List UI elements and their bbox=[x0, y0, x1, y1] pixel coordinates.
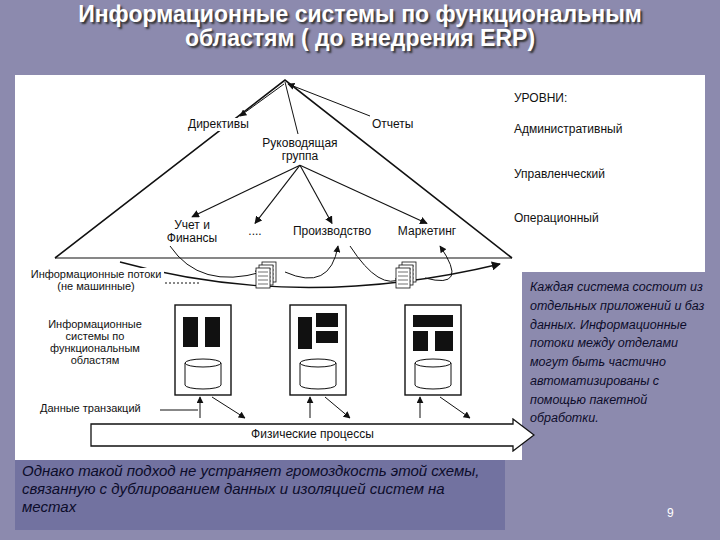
leader-line bbox=[160, 410, 198, 411]
document bbox=[396, 268, 410, 288]
diagram-label: Информационные потоки (не машинные) bbox=[28, 268, 164, 292]
document-line bbox=[258, 272, 268, 273]
apex-line bbox=[285, 82, 298, 134]
transaction-arrow bbox=[200, 397, 201, 418]
process-band: Физические процессы bbox=[90, 418, 535, 452]
document-stack bbox=[256, 262, 416, 288]
document bbox=[256, 268, 270, 288]
app-block bbox=[413, 315, 453, 327]
note-text: Каждая система состоит из отдельных прил… bbox=[530, 278, 710, 428]
info-flow bbox=[285, 246, 338, 278]
app-block bbox=[298, 317, 312, 349]
transaction-arrow bbox=[440, 397, 470, 418]
diagram-label: Директивы bbox=[188, 118, 249, 131]
app-block bbox=[183, 317, 198, 347]
app-block bbox=[413, 331, 428, 351]
system-box bbox=[175, 305, 231, 395]
directive-line bbox=[240, 84, 284, 116]
transaction-arrows bbox=[200, 397, 470, 418]
system-frame bbox=[290, 305, 346, 395]
system-frame bbox=[175, 305, 231, 395]
document-line bbox=[398, 284, 408, 285]
app-block bbox=[205, 317, 220, 347]
transaction-arrow bbox=[420, 397, 421, 418]
document-line bbox=[398, 280, 408, 281]
department-node: .... bbox=[240, 224, 270, 239]
node-text: Маркетинг bbox=[392, 225, 462, 238]
level-label: Операционный bbox=[514, 212, 599, 225]
document-line bbox=[258, 276, 268, 277]
level-label: Административный bbox=[514, 123, 622, 136]
transaction-arrow bbox=[212, 397, 245, 418]
node-text: Руководящая группа bbox=[258, 137, 342, 163]
document-line bbox=[258, 284, 268, 285]
node-text: Физические процессы bbox=[90, 418, 535, 441]
department-node: Учет и Финансы bbox=[162, 218, 222, 246]
diagram-label: Данные транзакций bbox=[40, 402, 141, 414]
document-line bbox=[398, 276, 408, 277]
system-boxes bbox=[175, 305, 461, 395]
document-line bbox=[258, 280, 268, 281]
app-block bbox=[435, 331, 453, 351]
diagram-label: Отчеты bbox=[372, 118, 413, 131]
node-text: Учет и Финансы bbox=[164, 219, 220, 245]
connector bbox=[192, 165, 300, 217]
level-label: УРОВНИ: bbox=[514, 92, 567, 105]
app-block bbox=[316, 331, 338, 343]
band-arrow bbox=[91, 419, 534, 451]
connector bbox=[255, 165, 300, 223]
department-node: Производство bbox=[286, 224, 378, 239]
system-frame bbox=[405, 305, 461, 395]
connector bbox=[300, 165, 332, 223]
diagram-label: Информационные системы по функциональным… bbox=[26, 318, 164, 366]
connector bbox=[300, 165, 427, 223]
node-text: Производство bbox=[288, 225, 376, 238]
slide-title: Информационные системы по функциональным… bbox=[40, 2, 680, 50]
management-node: Руководящая группа bbox=[256, 136, 344, 164]
roof-outline bbox=[55, 80, 512, 258]
database-top bbox=[300, 359, 336, 367]
roof-base bbox=[55, 257, 512, 258]
slide-caption: Однако такой подход не устраняет громозд… bbox=[22, 462, 492, 516]
transaction-arrow bbox=[325, 397, 350, 418]
database-top bbox=[415, 359, 451, 367]
document-line bbox=[398, 272, 408, 273]
leader-line bbox=[165, 283, 200, 284]
report-line bbox=[288, 84, 370, 116]
department-node: Маркетинг bbox=[390, 224, 464, 239]
page-number: 9 bbox=[667, 507, 674, 520]
info-flow bbox=[120, 262, 500, 288]
system-box bbox=[405, 305, 461, 395]
level-label: Управленческий bbox=[514, 168, 605, 181]
node-text: .... bbox=[242, 225, 268, 238]
info-flow bbox=[170, 246, 262, 277]
info-flow bbox=[350, 246, 402, 281]
system-box bbox=[290, 305, 346, 395]
database-top bbox=[185, 359, 221, 367]
transaction-arrow bbox=[310, 397, 311, 418]
caption-panel bbox=[15, 460, 505, 530]
app-block bbox=[316, 313, 338, 327]
